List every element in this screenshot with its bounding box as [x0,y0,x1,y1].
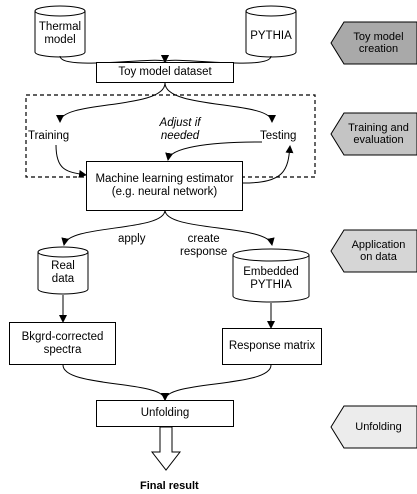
thermal-model-label: Thermal model [38,21,82,46]
phase-label-training: Training and evaluation [348,122,409,146]
adjust-if-needed-label: Adjust if needed [159,117,201,142]
arrow-response-to-unfolding [161,364,272,401]
phase-label-toy: Toy model creation [353,31,404,55]
phase-chevron-application [330,229,417,273]
phase-chevron-toy [330,21,417,65]
phase-chevron-unfolding [330,405,417,449]
phase-label-unfolding: Unfolding [355,421,402,433]
training-evaluation-frame [25,94,316,178]
real-data-label: Real data [51,260,75,285]
unfolding-box: Unfolding [96,400,234,427]
phase-chevron-training [330,112,417,156]
response-matrix-box: Response matrix [222,328,322,365]
arrow-ml-to-testing [242,145,294,184]
training-label: Training [28,130,70,142]
final-result-label: Final result [140,480,199,492]
arrow-ml-to-embedded [164,209,275,246]
apply-label: apply [118,233,146,245]
arrow-bkgrd-to-unfolding [62,364,169,401]
bkgrd-corrected-spectra-box: Bkgrd-corrected spectra [9,322,116,365]
arrow-adjust-to-ml [165,141,263,161]
ml-estimator-box: Machine learning estimator (e.g. neural … [86,161,243,211]
embedded-pythia-label: Embedded PYTHIA [243,265,299,291]
arrow-ml-to-real-data [61,209,166,246]
toy-model-dataset-box: Toy model dataset [96,62,234,83]
arrow-dataset-to-testing [164,82,276,123]
testing-label: Testing [260,130,297,142]
arrow-dataset-to-training [56,82,166,123]
phase-label-application: Application on data [351,239,406,263]
pythia-cylinder [245,5,297,58]
embedded-pythia-cylinder [232,248,310,303]
real-data-cylinder [37,246,89,295]
pythia-label: PYTHIA [250,29,292,42]
arrow-training-to-ml [55,144,87,178]
final-hollow-arrow [150,426,182,471]
create-response-label: create response [180,233,228,258]
